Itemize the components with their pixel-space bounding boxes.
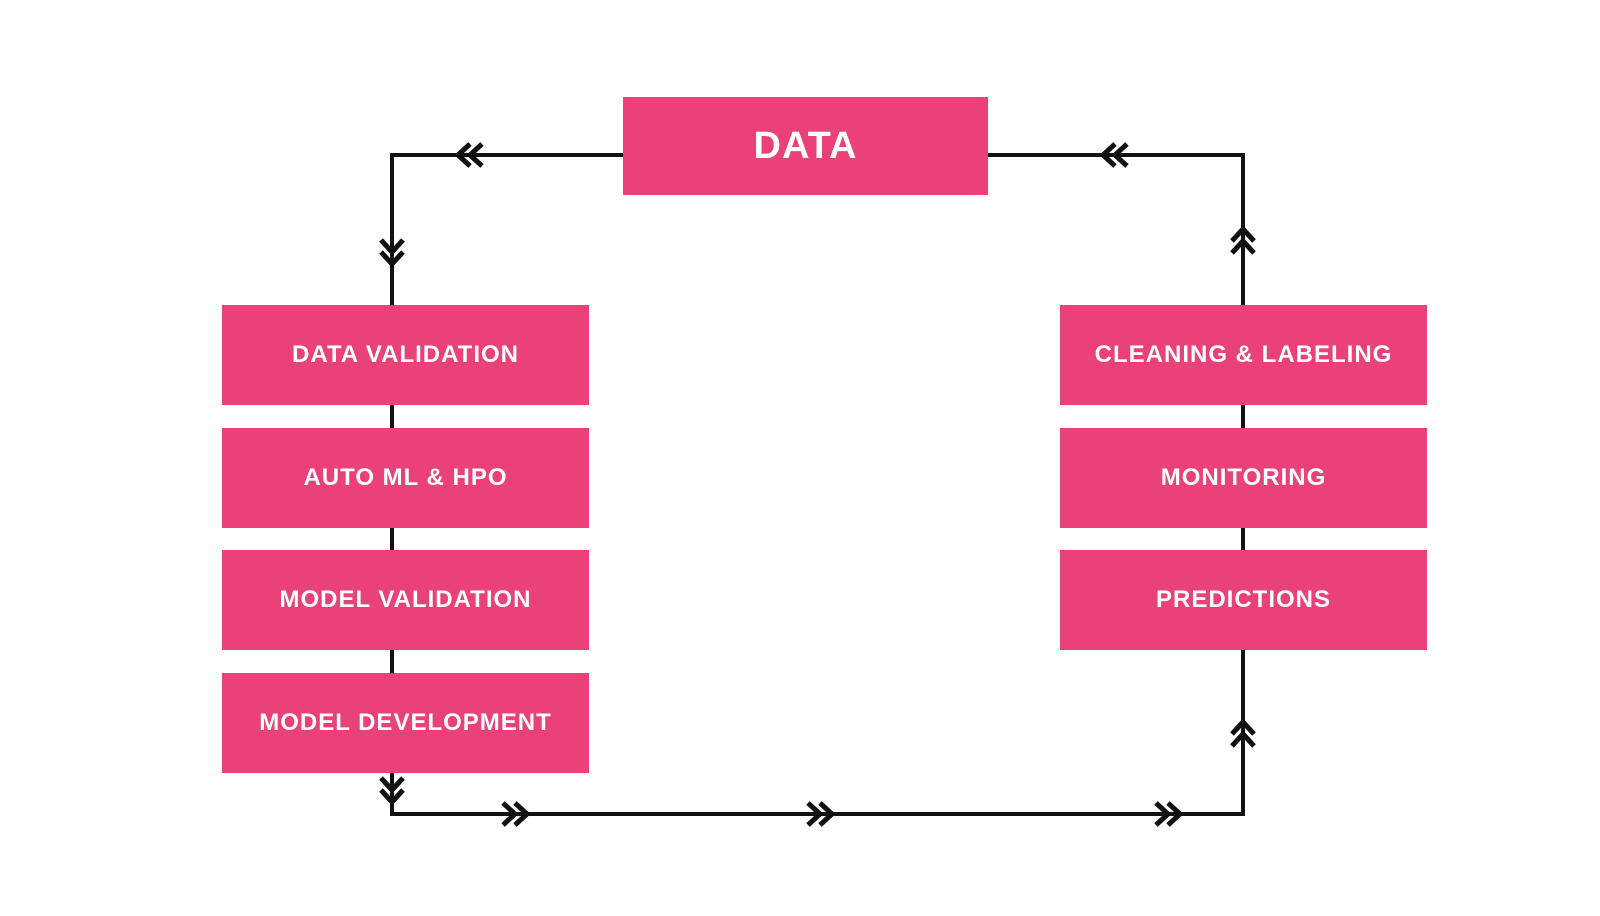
node-data-validation: DATA VALIDATION xyxy=(222,305,589,405)
double-chevron-icon xyxy=(1230,718,1256,748)
connector-data-to-left xyxy=(390,153,625,306)
node-predictions-label: PREDICTIONS xyxy=(1155,586,1331,613)
node-monitoring: MONITORING xyxy=(1060,428,1427,528)
node-cleaning-labeling-label: CLEANING & LABELING xyxy=(1094,341,1393,368)
double-chevron-icon xyxy=(1099,142,1129,168)
double-chevron-icon xyxy=(501,801,531,827)
double-chevron-icon xyxy=(379,238,405,268)
node-data-label: DATA xyxy=(753,124,858,167)
node-model-validation-label: MODEL VALIDATION xyxy=(279,586,532,613)
node-predictions: PREDICTIONS xyxy=(1060,550,1427,650)
node-cleaning-labeling: CLEANING & LABELING xyxy=(1060,305,1427,405)
double-chevron-icon xyxy=(454,142,484,168)
double-chevron-icon xyxy=(1154,801,1184,827)
double-chevron-icon xyxy=(1230,225,1256,255)
node-data-validation-label: DATA VALIDATION xyxy=(292,341,519,368)
node-monitoring-label: MONITORING xyxy=(1160,464,1327,491)
connector-right-to-data xyxy=(986,153,1245,306)
node-model-development-label: MODEL DEVELOPMENT xyxy=(259,709,552,736)
double-chevron-icon xyxy=(806,801,836,827)
node-model-validation: MODEL VALIDATION xyxy=(222,550,589,650)
node-data: DATA xyxy=(623,97,988,195)
node-auto-ml-hpo-label: AUTO ML & HPO xyxy=(303,464,508,491)
double-chevron-icon xyxy=(379,776,405,806)
node-auto-ml-hpo: AUTO ML & HPO xyxy=(222,428,589,528)
node-model-development: MODEL DEVELOPMENT xyxy=(222,673,589,773)
